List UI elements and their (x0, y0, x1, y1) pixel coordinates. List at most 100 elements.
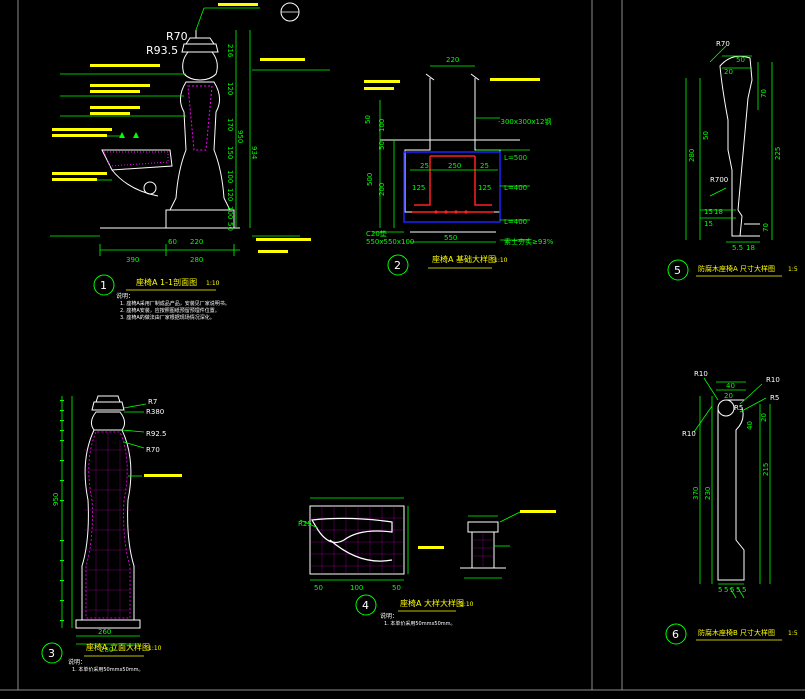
detail-1-dim-v-8: 50 (226, 222, 234, 231)
detail-2-bottom-left-1: C20垫 (366, 229, 387, 238)
detail-5-title: 防腐木座椅A 尺寸大样图 (698, 264, 775, 273)
detail-5-dim-3: 70 (760, 89, 768, 98)
detail-1-note-label: 说明： (116, 292, 134, 300)
detail-1-dim-bottom-2: 280 (190, 256, 203, 264)
detail-3-dim-bottom-2: 280 (100, 646, 113, 654)
detail-4-number: 4 (362, 599, 369, 612)
detail-2-dim-left-1: 50 (364, 115, 372, 124)
detail-5-scale: 1:5 (788, 266, 798, 273)
detail-4-radius: R25 (298, 520, 312, 528)
detail-4-dim-bottom-3: 50 (392, 584, 401, 592)
detail-6-scale: 1:5 (788, 630, 798, 637)
detail-1-radius-1: R93.5 (146, 44, 178, 57)
detail-6-dim-12: 5 (742, 586, 746, 594)
detail-6-dim-1: 40 (726, 382, 735, 390)
detail-1-note-1: 1. 座椅A采用厂制成品产品，安装见厂家说明书。 (120, 300, 230, 307)
detail-1-radius-2: R70 (166, 30, 188, 43)
detail-2-number: 2 (394, 259, 401, 272)
detail-1-dim-v-3: 170 (226, 118, 234, 131)
detail-4-dim-bottom-1: 50 (314, 584, 323, 592)
detail-5-wood-seat-a: R70 R700 50 20 70 225 50 280 15 18 15 70… (667, 40, 798, 281)
detail-3-dim-left: 950 (52, 493, 60, 506)
detail-5-dim-10: 70 (762, 223, 770, 232)
detail-2-scale: 1:10 (494, 257, 508, 264)
detail-2-dim-inner-1: 25 (420, 162, 429, 170)
detail-4-scale: 1:10 (460, 601, 474, 608)
reference-bubble (280, 2, 300, 22)
detail-2-label-right-3: L=400 (504, 218, 527, 226)
detail-3-title: 座椅A 立面大样图 (86, 642, 150, 652)
detail-1-dim-v-6: 120 (226, 188, 234, 201)
detail-5-dim-11: 5.5 (732, 244, 743, 252)
detail-1-dim-bottom-3: 60 (168, 238, 177, 246)
detail-3-grid (84, 432, 132, 618)
detail-5-dim-2: 20 (724, 68, 733, 76)
detail-1-dim-bottom-4: 220 (190, 238, 203, 246)
detail-6-dim-2: 20 (724, 392, 733, 400)
detail-5-radius-2: R700 (710, 176, 728, 184)
detail-6-dim-5: 370 (692, 487, 700, 500)
detail-2-dim-inner-4: 125 (412, 184, 425, 192)
detail-2-spec: -300x300x12钢 (498, 117, 551, 126)
detail-6-title: 防腐木座椅B 尺寸大样图 (698, 628, 775, 637)
detail-5-radius-1: R70 (716, 40, 730, 48)
detail-3-note-label: 说明： (68, 658, 86, 666)
detail-3-radius-4: R70 (146, 446, 160, 454)
detail-1-note-3: 3. 座椅A的做法由厂家根据现场情况深化。 (120, 314, 215, 321)
detail-5-dim-6: 280 (688, 149, 696, 162)
detail-1-dim-v-2: 120 (226, 82, 234, 95)
detail-4-dim-bottom-2: 100 (350, 584, 363, 592)
detail-6-radius-4: R5 (734, 404, 743, 412)
detail-1-dim-right-1: 950 (236, 130, 244, 143)
detail-1-scale: 1:10 (206, 280, 220, 287)
detail-6-dim-6: 230 (704, 487, 712, 500)
detail-2-label-right-1: L=500 (504, 154, 527, 162)
detail-2-dim-left-5: 500 (366, 173, 374, 186)
detail-2-foundation: 220 25 250 25 125 125 50 100 50 200 500 … (364, 56, 554, 276)
detail-6-radius-5: R5 (770, 394, 779, 402)
detail-4-note-1: 1. 本单价采用50mmx50mm。 (384, 620, 456, 627)
detail-6-dim-3: 40 (746, 421, 754, 430)
detail-2-label-right-2: L=400 (504, 184, 527, 192)
detail-6-dim-9: 5 (724, 586, 728, 594)
detail-2-dim-inner-3: 25 (480, 162, 489, 170)
detail-2-dim-left-4: 200 (378, 183, 386, 196)
detail-6-radius-3: R10 (682, 430, 696, 438)
detail-5-dim-8: 18 (714, 208, 723, 216)
detail-2-dim-left-3: 50 (378, 141, 386, 150)
detail-1-dim-bottom-1: 390 (126, 256, 139, 264)
detail-1-dim-v-4: 150 (226, 146, 234, 159)
detail-6-dim-10: 5 (730, 586, 734, 594)
detail-2-dim-top: 220 (446, 56, 459, 64)
detail-4-armrest: R25 50 100 50 4 座椅A 大样大样图 1:10 说明： 1. 本单… (298, 497, 556, 627)
detail-3-elevation: R7 R380 R92.5 R70 260 280 950 3 座椅A 立面大样… (41, 395, 182, 673)
detail-1-title: 座椅A 1-1剖面图 (136, 277, 197, 287)
detail-5-dim-7: 15 (704, 208, 713, 216)
detail-3-note-1: 1. 本单价采用50mmx50mm。 (72, 666, 144, 673)
detail-1-dim-v-7: 100 (226, 206, 234, 219)
detail-3-radius-2: R380 (146, 408, 164, 416)
detail-2-bottom-left-2: 550x550x100 (366, 238, 414, 246)
detail-6-radius-2: R10 (766, 376, 780, 384)
detail-2-dim-inner-5: 125 (478, 184, 491, 192)
detail-2-dim-inner-2: 250 (448, 162, 461, 170)
detail-1-dim-right-2: 934 (250, 146, 258, 160)
detail-6-dim-7: 215 (762, 463, 770, 476)
detail-2-title: 座椅A 基础大样图 (432, 254, 496, 264)
detail-6-radius-1: R10 (694, 370, 708, 378)
detail-4-title: 座椅A 大样大样图 (400, 598, 464, 608)
detail-2-bottom-text: 素土夯实≥93% (504, 237, 554, 246)
detail-5-dim-12: 18 (746, 244, 755, 252)
detail-3-dim-bottom-1: 260 (98, 628, 111, 636)
detail-4-note-label: 说明： (380, 612, 398, 620)
detail-5-dim-1: 50 (736, 56, 745, 64)
detail-2-dim-left-2: 100 (378, 119, 386, 132)
detail-6-dim-11: 5 (736, 586, 740, 594)
detail-3-radius-3: R92.5 (146, 430, 166, 438)
detail-3-scale: 1:10 (148, 645, 162, 652)
detail-3-number: 3 (48, 647, 55, 660)
detail-3-radius-1: R7 (148, 398, 157, 406)
detail-2-dim-bottom: 550 (444, 234, 457, 242)
detail-6-dim-8: 5 (718, 586, 722, 594)
